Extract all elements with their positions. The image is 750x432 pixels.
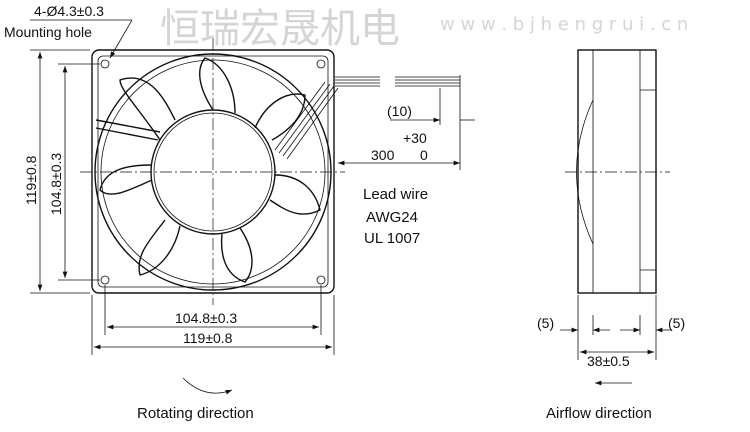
lead-wire-label: Lead wire (363, 186, 428, 203)
width-outer-dim: 119±0.8 (183, 330, 233, 346)
fan-side-view (565, 49, 670, 294)
side-dimensions (560, 295, 672, 386)
height-outer-dim: 119±0.8 (23, 155, 39, 205)
wire-gauge: AWG24 (366, 209, 418, 226)
lead-wires (335, 75, 475, 170)
right-offset-dim: (5) (668, 315, 685, 331)
fan-front-view (80, 38, 345, 305)
rotating-direction-label: Rotating direction (137, 405, 254, 422)
wire-standard: UL 1007 (364, 230, 420, 247)
mounting-hole-dim: 4-Ø4.3±0.3 (34, 3, 104, 19)
depth-dim: 38±0.5 (587, 353, 630, 369)
length-tol-lower: 0 (420, 147, 428, 163)
watermark-url: w w w . b j h e n g r u i . c n (440, 14, 688, 35)
length-tol-upper: +30 (403, 130, 427, 146)
left-offset-dim: (5) (537, 315, 554, 331)
height-pitch-dim: 104.8±0.3 (48, 153, 64, 215)
mounting-hole-label: Mounting hole (4, 24, 92, 40)
strip-length-dim: (10) (387, 103, 412, 119)
airflow-direction-label: Airflow direction (546, 405, 652, 422)
length-dim: 300 (371, 147, 395, 163)
width-pitch-dim: 104.8±0.3 (175, 310, 237, 326)
front-dimensions (30, 19, 335, 395)
watermark-cn: 恒瑞宏晟机电 (160, 6, 400, 52)
